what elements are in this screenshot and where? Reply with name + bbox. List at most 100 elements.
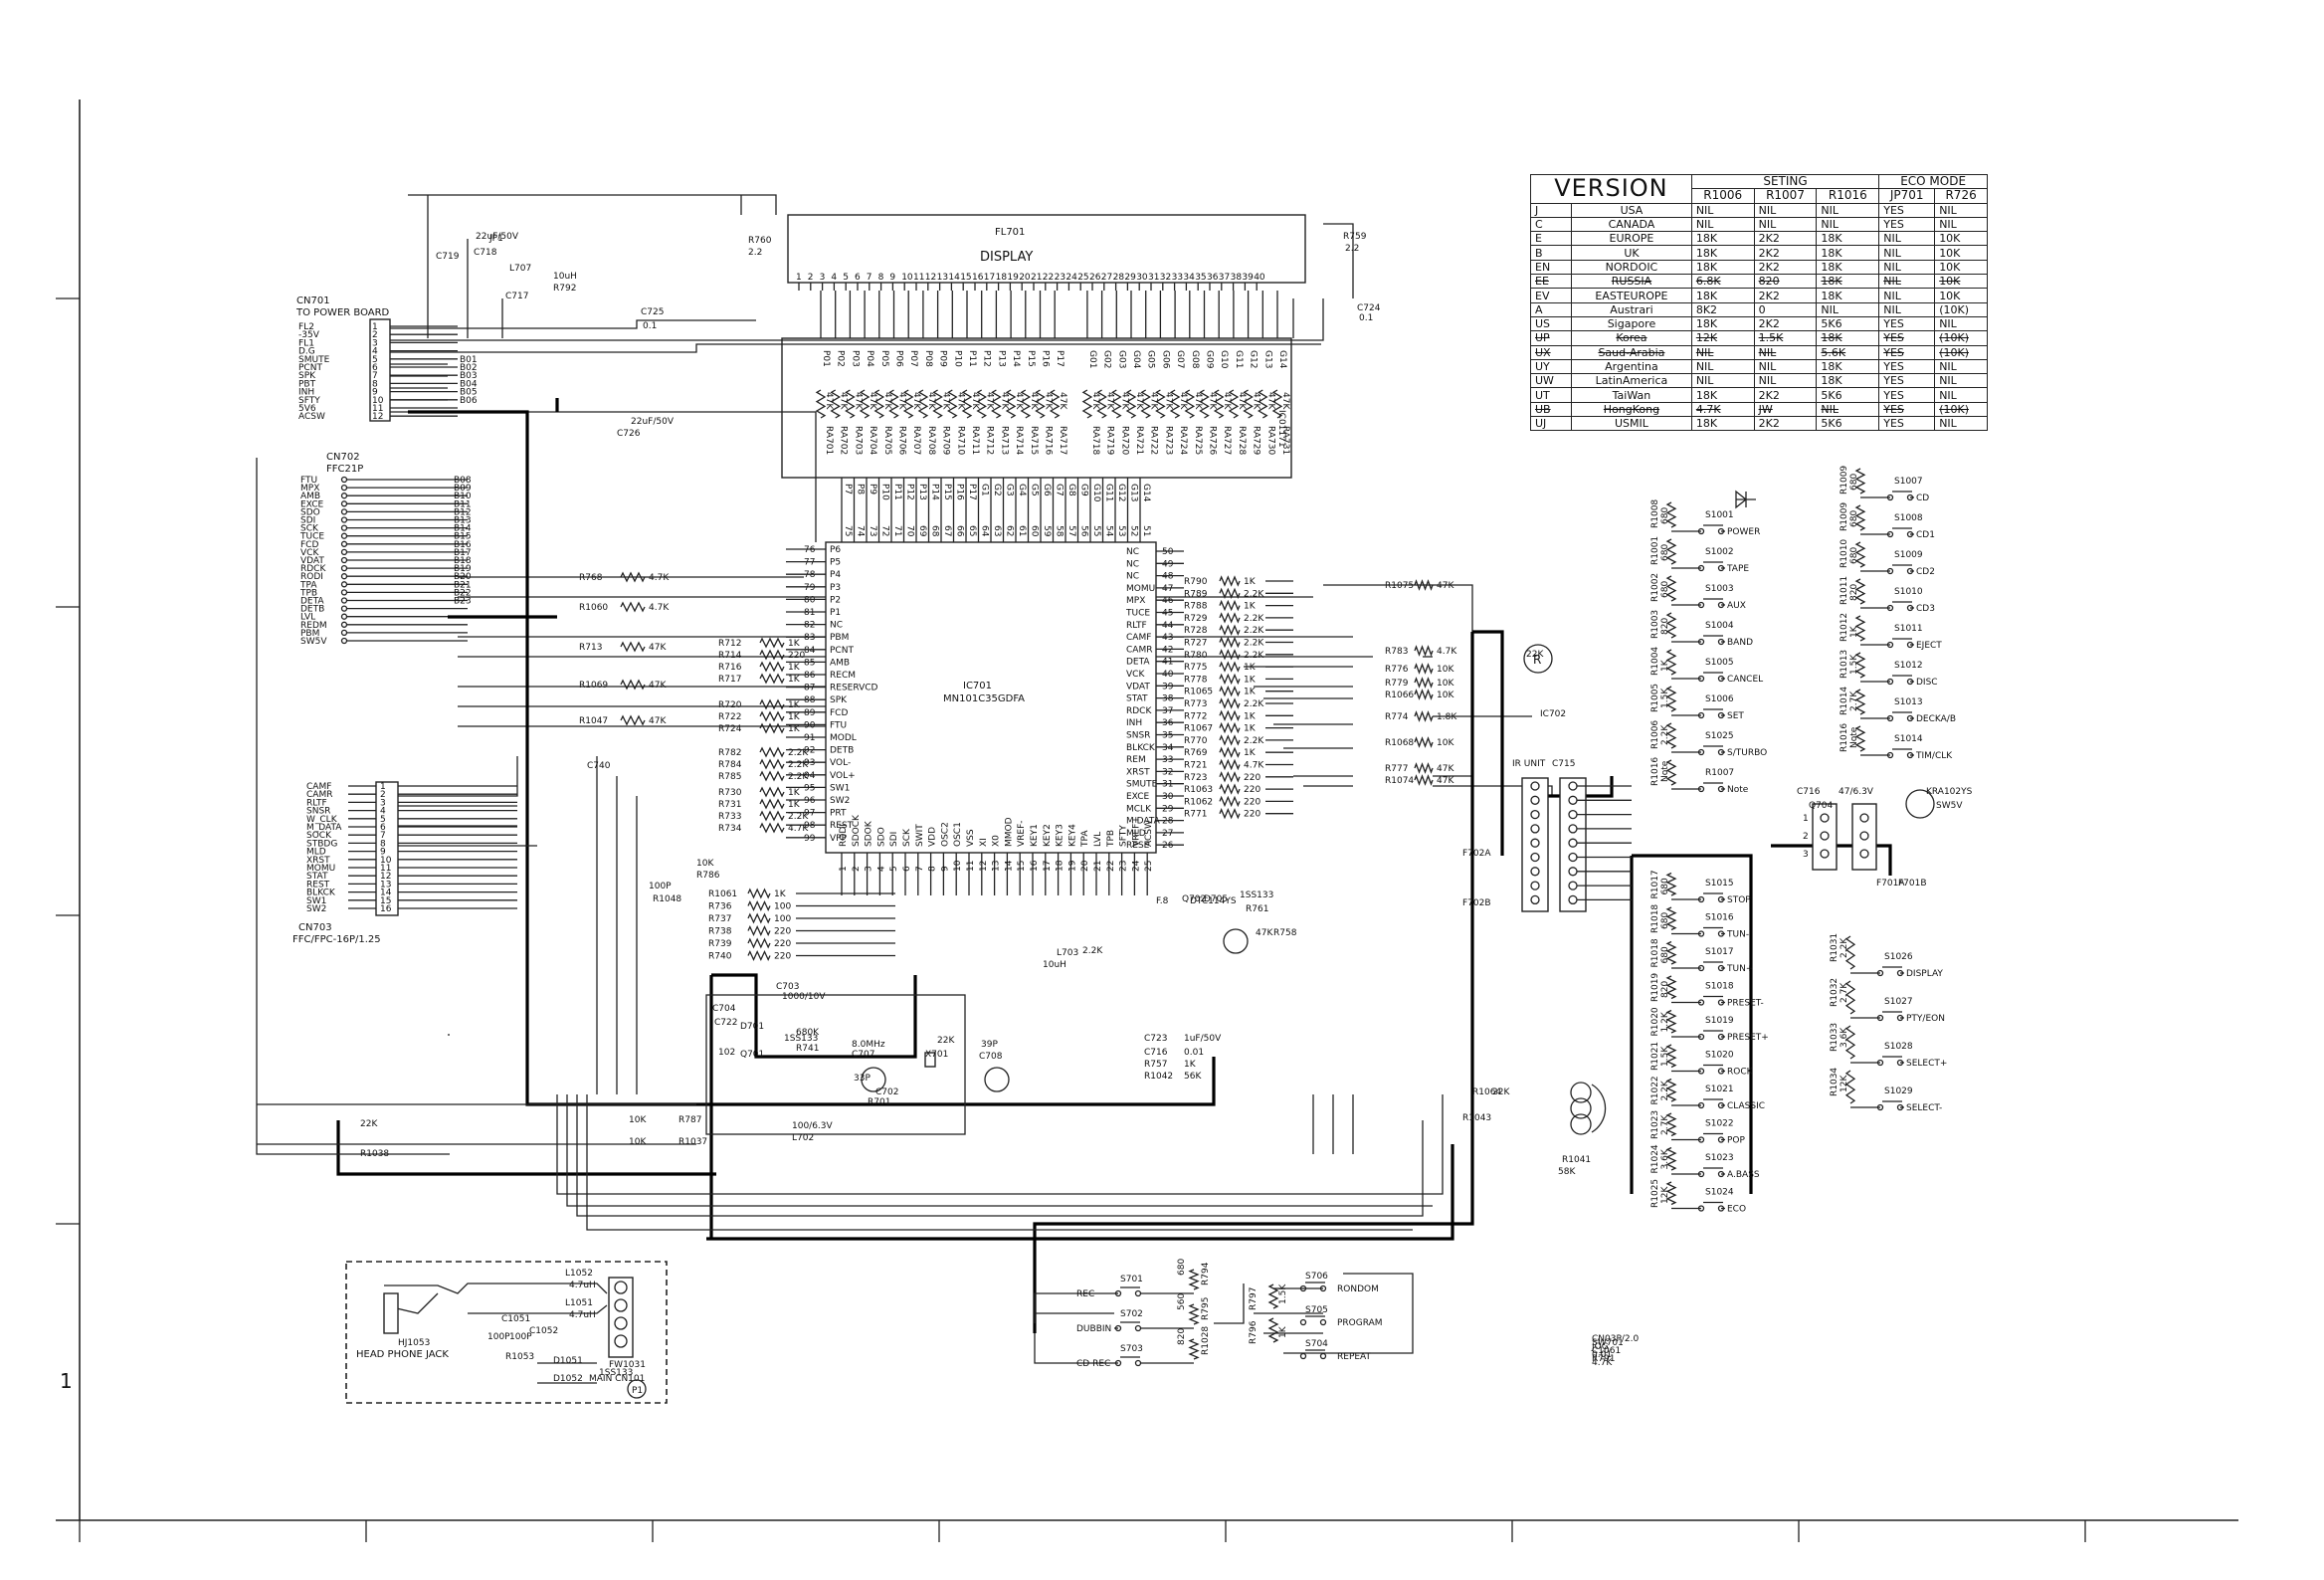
mcu-pin-label: CAMF — [1126, 633, 1151, 643]
display-pull-ref: RA718 — [1090, 426, 1100, 455]
key-ladder-resistor — [1665, 940, 1677, 965]
display-pin-number: 15 — [960, 273, 971, 283]
resistor-ref: R771 — [1184, 810, 1207, 820]
switch-contact — [1134, 1289, 1142, 1297]
resistor-value: 4.7K — [1437, 647, 1457, 657]
mcu-bottom-pin-label: VREF+ — [1131, 816, 1141, 847]
switch-contact — [1876, 969, 1884, 977]
version-code: C — [1529, 216, 1573, 233]
mcu-bottom-pin-number: 25 — [1144, 861, 1154, 872]
display-pull-value: 47K — [1237, 392, 1247, 410]
version-value: 18K — [1690, 288, 1755, 303]
key-label: AUX — [1727, 601, 1746, 611]
mcu-bottom-pin-number: 6 — [902, 866, 912, 872]
display-pull-value: 47K — [1149, 392, 1159, 410]
switch-contact — [1697, 748, 1705, 756]
mcu-bottom-pin-number: 5 — [889, 866, 899, 872]
key-ladder-resistor — [1854, 578, 1866, 605]
cn703-pin-label: STAT — [306, 872, 328, 882]
mcu-bottom-pin-label: OSC1 — [953, 822, 963, 847]
mcu-series-resistor — [1219, 599, 1241, 612]
resistor-value: 1K — [788, 788, 801, 798]
mcu-top-pin-number: 54 — [1104, 525, 1114, 537]
key-resistor-ref: R1020 — [1650, 1007, 1660, 1036]
key-resistor-value: 680 — [1660, 946, 1670, 963]
mcu-pin-number: 37 — [1162, 706, 1173, 716]
key-label: CLASSIC — [1727, 1101, 1765, 1111]
key-resistor-value: 2.2K — [1660, 1080, 1670, 1100]
mcu-series-resistor — [1219, 808, 1241, 820]
version-value: NIL — [1878, 274, 1936, 290]
key-label: SELECT+ — [1906, 1059, 1947, 1069]
part-label: L702 — [792, 1133, 814, 1143]
mcu-pin-number: 83 — [804, 633, 815, 643]
display-pull-ref: RA716 — [1044, 426, 1054, 455]
version-value: 18K — [1816, 288, 1880, 303]
display-pull-value: 47K — [926, 392, 936, 410]
display-pull-ref: RA703 — [853, 426, 863, 455]
version-value: YES — [1878, 202, 1936, 218]
display-pin-number: 12 — [925, 273, 936, 283]
cn701-pin-label: SPK — [298, 371, 316, 381]
version-code: J — [1529, 202, 1573, 218]
version-region: Argentina — [1571, 358, 1692, 375]
display-segment-label: P04 — [865, 350, 874, 367]
key-label: SET — [1727, 711, 1744, 721]
switch-contact — [1886, 751, 1894, 759]
cn701-pin-label: PCNT — [298, 363, 322, 373]
key-resistor-ref: R1025 — [1650, 1179, 1660, 1208]
version-value: NIL — [1934, 387, 1988, 403]
mcu-bottom-pin-number: 19 — [1067, 860, 1077, 872]
display-pull-value: 47K — [911, 392, 921, 410]
cn701-pin-number: 3 — [372, 338, 378, 348]
led-lc701 — [1735, 490, 1756, 509]
version-value: 18K — [1690, 231, 1755, 247]
resistor-value: 1K — [1244, 675, 1257, 685]
mcu-bottom-pin-number: 20 — [1080, 860, 1090, 872]
key-ladder-resistor — [1665, 906, 1677, 931]
resistor-ref: R724 — [718, 724, 742, 734]
transistor-q704: R — [1523, 644, 1553, 674]
row-marker: 1 — [60, 1369, 73, 1393]
cn702-pin-label: FTU — [300, 476, 317, 486]
key-label: A.BASS — [1727, 1170, 1760, 1180]
connector-f701 — [1521, 777, 1632, 912]
display-pull-resistor — [947, 389, 958, 419]
display-pull-ref: RA708 — [926, 426, 936, 455]
version-value: NIL — [1934, 202, 1988, 218]
key-resistor-value: 820 — [1849, 584, 1859, 601]
resistor-ref: R713 — [579, 643, 602, 653]
mcu-top-pin-number: 70 — [905, 525, 915, 537]
net-label: B16 — [454, 540, 472, 550]
display-pin-number: 9 — [889, 273, 895, 283]
mcu-pin-label: MPX — [1126, 596, 1145, 606]
display-pull-ref: RA705 — [882, 426, 892, 455]
part-label: C724 — [1357, 303, 1381, 313]
cn702-pin — [340, 500, 348, 507]
display-segment-label: P17 — [1055, 350, 1065, 367]
cn703-pin-number: 1 — [380, 782, 386, 792]
cn702-pin — [340, 508, 348, 515]
key-resistor-value: 3.6K — [1840, 1027, 1849, 1048]
resistor-ref: R778 — [1184, 675, 1208, 685]
key-switch-ref: S1029 — [1884, 1086, 1913, 1096]
mcu-pin-label: VDAT — [1126, 682, 1150, 691]
switch-contact — [1697, 1170, 1705, 1178]
mcu-pin-label: NC — [1126, 559, 1139, 569]
resistor-value: 1K — [1244, 724, 1257, 734]
key-resistor-ref: R796 — [1249, 1320, 1259, 1344]
cn701-pin-label: -35V — [298, 330, 320, 340]
key-label: ECO — [1727, 1205, 1746, 1215]
mcu-bottom-pin-label: SFTY — [1119, 825, 1129, 847]
part-label: C726 — [617, 429, 641, 439]
mcu-top-pin-label: G3 — [1005, 484, 1015, 496]
switch-contact — [1876, 1059, 1884, 1067]
key-resistor-ref: R1021 — [1650, 1042, 1660, 1071]
part-label: 22uF/50V — [476, 232, 519, 242]
mcu-pin-label: PBM — [830, 633, 849, 643]
net-label: B02 — [460, 363, 478, 373]
resistor-value: 47K — [1437, 776, 1454, 786]
headphone-part-label: D1051 — [553, 1356, 583, 1366]
mcu-pin-number: 28 — [1162, 817, 1174, 827]
oscillator-section — [705, 928, 1249, 1135]
